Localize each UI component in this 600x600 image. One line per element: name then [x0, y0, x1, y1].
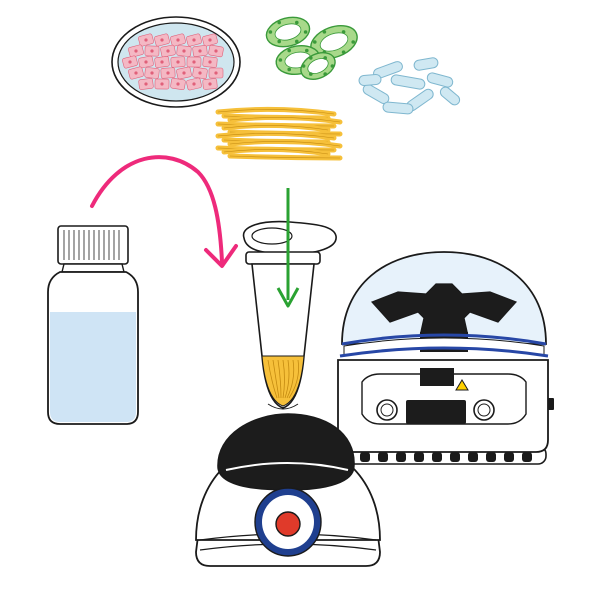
vortex-button[interactable]	[275, 511, 301, 537]
microcentrifuge-tube-icon	[242, 220, 337, 409]
mini-centrifuge-icon	[337, 251, 554, 465]
tissue-to-tube-arrowhead	[276, 287, 300, 308]
rod-bacteria-icon	[358, 57, 461, 115]
plant-cells-icon	[265, 16, 358, 80]
buffer-to-tube-arrow	[90, 155, 224, 264]
display-screen	[406, 400, 466, 424]
petri-dish-cells-icon	[111, 16, 241, 108]
vortex-mixer-icon	[195, 413, 381, 567]
reagent-bottle-icon	[47, 225, 139, 425]
buffer-to-tube-arrowhead	[204, 244, 238, 268]
fibrous-tissue-icon	[215, 106, 343, 161]
warning-triangle-icon	[455, 379, 469, 391]
